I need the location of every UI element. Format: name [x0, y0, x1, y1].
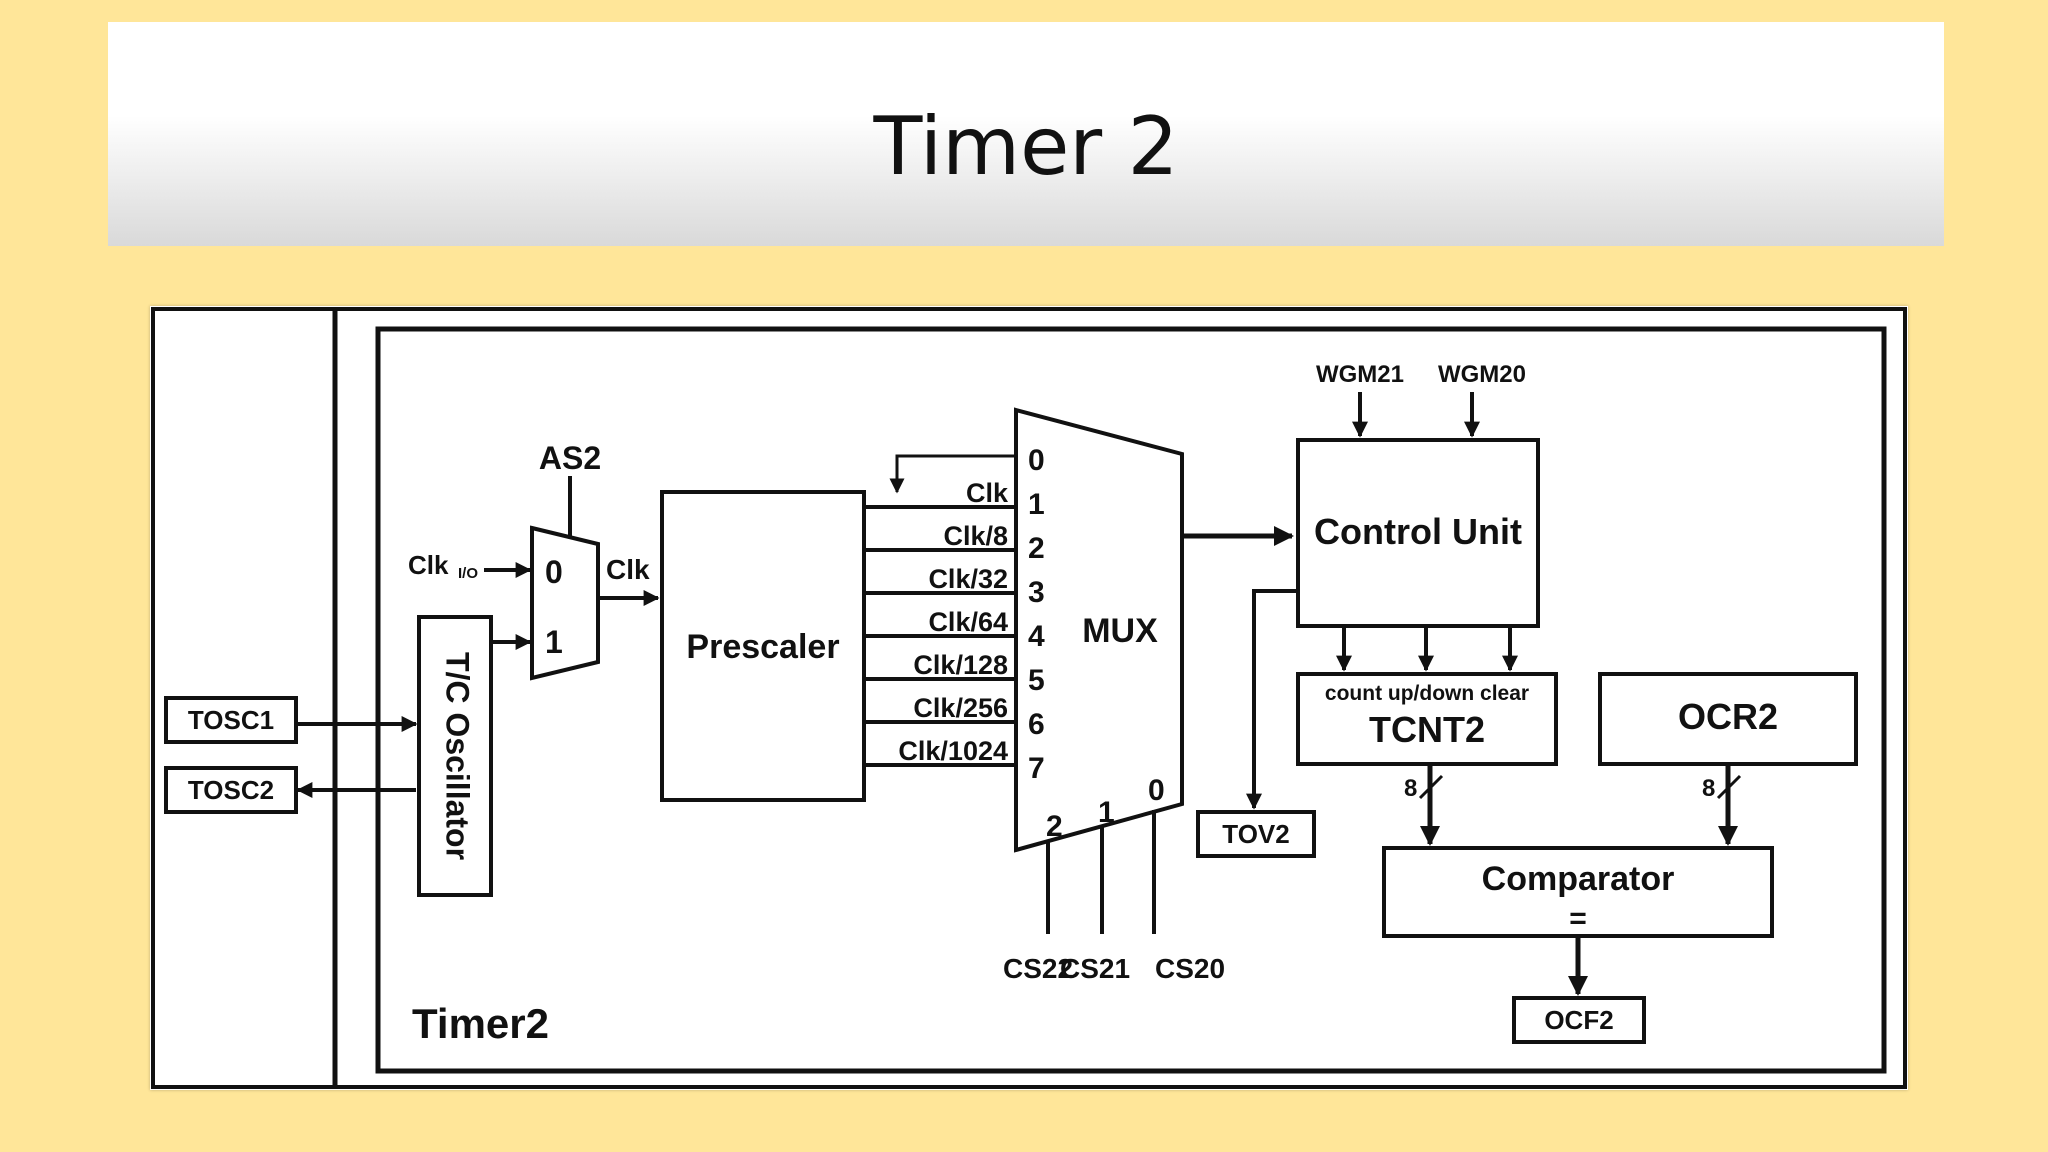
timer2-boundary: [375, 326, 1887, 1074]
ocr2-label: OCR2: [1678, 696, 1778, 737]
label-clk-64: Clk/64: [928, 607, 1008, 637]
mux-input-1: 1: [545, 624, 563, 660]
ocr2-bus-slash: [1716, 774, 1742, 800]
tosc1-label: TOSC1: [188, 705, 274, 735]
tosc2-label: TOSC2: [188, 775, 274, 805]
label-clk-1024: Clk/1024: [898, 736, 1008, 766]
mux-input-0: 0: [545, 554, 563, 590]
slide-title: Timer 2: [873, 100, 1179, 193]
mux-num-5: 5: [1028, 664, 1045, 697]
label-clk: Clk: [966, 478, 1009, 508]
tov2-label: TOV2: [1222, 819, 1289, 849]
ocr2-block: [1598, 672, 1858, 766]
tc-oscillator-label: T/C Oscillator: [440, 652, 476, 860]
mux-select-num-0: 0: [1148, 774, 1165, 807]
cs22-label: CS22: [1003, 953, 1073, 984]
block-title: Timer2: [412, 1000, 549, 1047]
mux-select-num-1: 1: [1098, 796, 1115, 829]
wgm21-label: WGM21: [1316, 361, 1404, 388]
mux-num-7: 7: [1028, 752, 1045, 785]
overflow-arrow: [1246, 589, 1298, 810]
clk-out-label: Clk: [606, 554, 650, 585]
cs21-label: CS21: [1060, 953, 1130, 984]
tcnt2-bus-width: 8: [1404, 775, 1417, 802]
ocr2-bus-width: 8: [1702, 775, 1715, 802]
tosc2-pin: [164, 766, 298, 814]
tc-oscillator-block: [417, 615, 493, 897]
mux-select-num-2: 2: [1046, 810, 1063, 843]
mux-num-6: 6: [1028, 708, 1045, 741]
control-unit-block: [1296, 438, 1540, 628]
control-unit-label: Control Unit: [1314, 511, 1522, 552]
prescaler-output-lines: [864, 454, 1014, 767]
tcnt2-block: [1296, 672, 1558, 766]
cs20-label: CS20: [1155, 953, 1225, 984]
tcnt2-signals-label: count up/down clear: [1325, 682, 1529, 705]
mux-num-2: 2: [1028, 532, 1045, 565]
mux-label: MUX: [1082, 612, 1158, 650]
as2-label: AS2: [539, 440, 601, 476]
tcnt2-bus-slash: [1418, 774, 1444, 800]
label-clk-32: Clk/32: [928, 564, 1008, 594]
mux-num-3: 3: [1028, 576, 1045, 609]
label-clk-128: Clk/128: [913, 650, 1008, 680]
prescaler-block: [660, 490, 866, 802]
clock-select-mux: [530, 525, 600, 681]
mux-num-1: 1: [1028, 488, 1045, 521]
clk-io-label: Clk: [408, 550, 449, 580]
tcnt2-label: TCNT2: [1369, 709, 1485, 750]
ocf2-label: OCF2: [1544, 1005, 1613, 1035]
prescaler-mux: [1014, 407, 1184, 853]
ocf2-flag: [1512, 996, 1646, 1044]
diagram-canvas: Timer2 TOSC1 TOSC2 T/C Oscillator AS2 Cl…: [151, 307, 1907, 1089]
label-clk-256: Clk/256: [913, 693, 1008, 723]
comparator-block: [1382, 846, 1774, 938]
prescaler-label: Prescaler: [686, 628, 839, 666]
tov2-flag: [1196, 810, 1316, 858]
label-clk-8: Clk/8: [943, 521, 1008, 551]
timer2-block-diagram: Timer2 TOSC1 TOSC2 T/C Oscillator AS2 Cl…: [150, 306, 1908, 1090]
title-bar: Timer 2: [108, 22, 1944, 246]
tosc1-pin: [164, 696, 298, 744]
mux-input-numbers: 0 1 2 3 4 5 6 7: [1028, 444, 1045, 785]
mux-num-0: 0: [1028, 444, 1045, 477]
mux-num-4: 4: [1028, 620, 1045, 653]
prescaler-output-labels: Clk Clk/8 Clk/32 Clk/64 Clk/128 Clk/256 …: [898, 478, 1009, 766]
comparator-label: Comparator: [1482, 860, 1675, 898]
clk-io-subscript: I/O: [458, 565, 478, 582]
wgm20-label: WGM20: [1438, 361, 1526, 388]
comparator-symbol: =: [1569, 902, 1587, 935]
input-0-loop-arrow: [889, 454, 1014, 494]
